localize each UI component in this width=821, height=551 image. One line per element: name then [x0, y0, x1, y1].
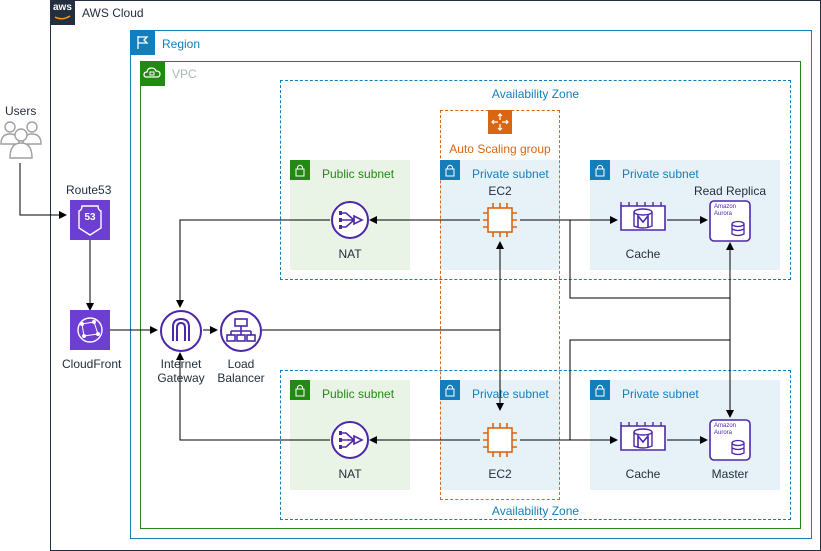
aurora-text-line1: Amazon	[714, 423, 737, 429]
private-subnet-top-data-title: Private subnet	[622, 167, 699, 181]
read-replica-label: Read Replica	[693, 184, 767, 198]
vpc-title: VPC	[172, 67, 197, 81]
public-subnet-bottom-title: Public subnet	[322, 387, 395, 401]
vpc-container	[140, 61, 801, 529]
aws-logo-icon: aws	[50, 0, 75, 25]
ec2-top-label: EC2	[488, 184, 512, 198]
availability-zone-bottom	[280, 370, 791, 520]
lock-icon	[290, 380, 310, 400]
private-subnet-bottom-ec2-title: Private subnet	[472, 387, 549, 401]
load-balancer-icon	[219, 309, 263, 353]
route53-icon: 53	[70, 200, 110, 240]
nat-gateway-icon	[330, 200, 370, 240]
availability-zone-bottom-title: Availability Zone	[491, 504, 580, 518]
auto-scaling-group-title: Auto Scaling group	[449, 142, 551, 156]
aurora-text-line2: Aurora	[714, 211, 733, 217]
ec2-bottom-label: EC2	[488, 467, 512, 481]
elasticache-icon	[619, 200, 667, 240]
internet-gateway-icon	[159, 309, 203, 353]
vpc-cloud-icon	[140, 61, 165, 86]
load-balancer-label-line1: Load	[227, 357, 255, 371]
cache-top-label: Cache	[625, 247, 661, 261]
public-subnet-top-title: Public subnet	[322, 167, 395, 181]
ec2-instance-icon	[480, 420, 520, 460]
users-label: Users	[5, 104, 37, 118]
route53-label: Route53	[66, 183, 112, 197]
nat-top-label: NAT	[338, 247, 362, 261]
availability-zone-top-title: Availability Zone	[491, 87, 580, 101]
aws-logo-text: aws	[53, 2, 72, 13]
internet-gateway-label-line1: Internet	[160, 357, 202, 371]
cache-bottom-label: Cache	[625, 467, 661, 481]
lock-icon	[590, 380, 610, 400]
region-title: Region	[162, 37, 201, 51]
availability-zone-top	[280, 80, 791, 280]
cloudfront-label: CloudFront	[62, 357, 122, 371]
aws-cloud-title: AWS Cloud	[82, 6, 144, 20]
route53-badge-text: 53	[84, 212, 96, 223]
nat-gateway-icon	[330, 420, 370, 460]
ec2-instance-icon	[480, 200, 520, 240]
elasticache-icon	[619, 420, 667, 460]
lock-icon	[590, 160, 610, 180]
master-label: Master	[711, 467, 749, 481]
region-container	[130, 30, 812, 539]
nat-bottom-label: NAT	[338, 467, 362, 481]
cloudfront-icon	[70, 310, 110, 350]
private-subnet-bottom-data-title: Private subnet	[622, 387, 699, 401]
aurora-text-line2: Aurora	[714, 430, 733, 436]
aurora-text-line1: Amazon	[714, 204, 737, 210]
load-balancer-label-line2: Balancer	[217, 371, 265, 385]
region-flag-icon	[130, 30, 155, 55]
private-subnet-top-ec2-title: Private subnet	[472, 167, 549, 181]
lock-icon	[290, 160, 310, 180]
lock-icon	[440, 160, 460, 180]
aurora-database-icon: Amazon Aurora	[709, 419, 751, 461]
aurora-database-icon: Amazon Aurora	[709, 200, 751, 242]
auto-scaling-icon	[488, 110, 512, 134]
lock-icon	[440, 380, 460, 400]
users-icon	[0, 118, 42, 162]
internet-gateway-label-line2: Gateway	[157, 371, 205, 385]
